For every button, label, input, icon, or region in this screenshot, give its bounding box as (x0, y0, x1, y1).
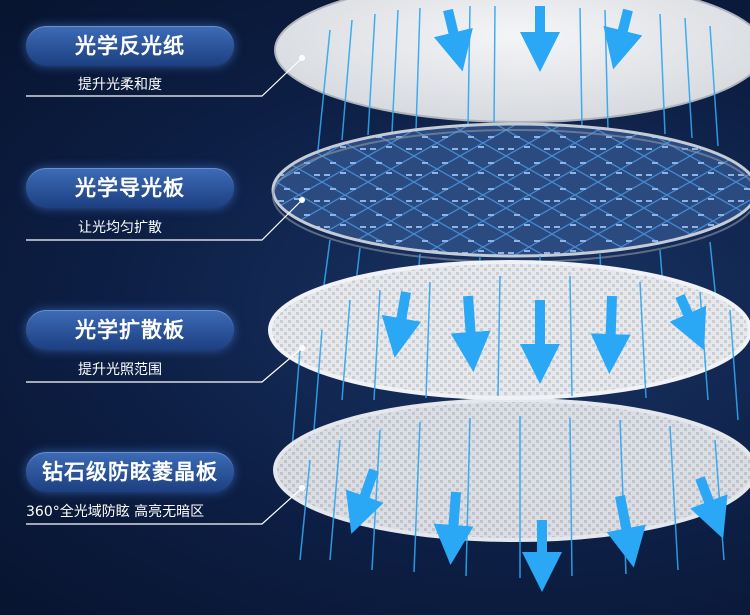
layer-title: 钻石级防眩菱晶板 (26, 452, 234, 492)
light-beams-3 (291, 275, 739, 451)
diffusion-plate-disc (268, 260, 750, 400)
layer-title: 光学扩散板 (26, 310, 234, 350)
light-beams-4 (299, 416, 725, 578)
layer-subtitle: 提升光照范围 (78, 362, 162, 378)
layer-subtitle: 提升光柔和度 (78, 77, 162, 93)
layer-subtitle: 让光均匀扩散 (78, 220, 162, 236)
layer-title: 光学反光纸 (26, 26, 234, 66)
light-guide-plate-disc (271, 122, 750, 258)
layer-title: 光学导光板 (26, 168, 234, 208)
layer-subtitle: 360°全光域防眩 高亮无暗区 (26, 504, 205, 520)
leader-lines (26, 57, 303, 525)
light-direction-arrows (345, 6, 728, 592)
anti-glare-plate-disc (273, 398, 750, 542)
light-beams-1 (317, 5, 719, 151)
reflective-paper-disc (274, 0, 750, 123)
leader-dots (299, 55, 305, 491)
